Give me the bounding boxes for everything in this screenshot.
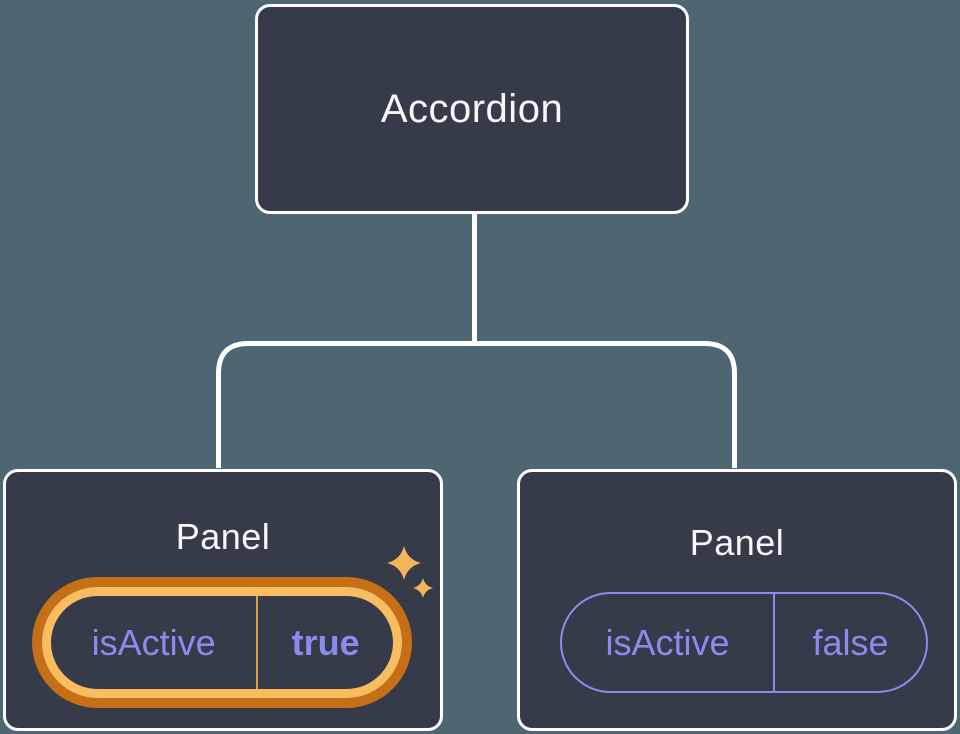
pill-divider [773, 594, 776, 691]
panel-node-active: Panel isActive true [3, 469, 443, 731]
state-pill-active: isActive true [42, 587, 402, 698]
accordion-label: Accordion [380, 86, 564, 131]
pill-divider [256, 596, 259, 689]
state-value-label: false [812, 621, 889, 663]
panel-node-inactive: Panel isActive false [517, 469, 957, 731]
panel-title: Panel [689, 522, 785, 563]
accordion-node: Accordion [255, 4, 689, 214]
state-value-label: true [291, 621, 360, 663]
state-pill-inactive: isActive false [560, 592, 928, 693]
panel-title: Panel [175, 516, 271, 557]
state-key-label: isActive [605, 621, 730, 663]
state-key-label: isActive [91, 621, 216, 663]
